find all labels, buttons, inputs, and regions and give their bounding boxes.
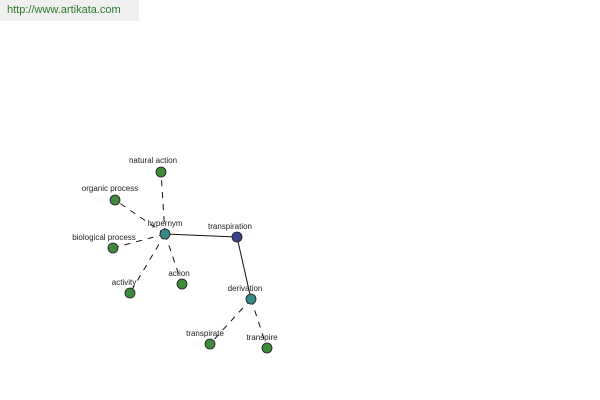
site-url-link[interactable]: http://www.artikata.com: [0, 0, 139, 21]
node-dot-activity[interactable]: [124, 287, 136, 299]
node-transpiration[interactable]: transpiration: [208, 222, 252, 243]
node-label-natural-action: natural action: [129, 156, 177, 165]
edge-transpiration-derivation: [236, 236, 252, 300]
edge-hypernym-action: [164, 233, 183, 285]
node-label-organic-process: organic process: [82, 184, 138, 193]
edge-hypernym-natural-action: [160, 171, 166, 235]
node-dot-transpire[interactable]: [261, 342, 273, 354]
node-transpire[interactable]: transpire: [246, 333, 278, 354]
node-label-activity: activity: [112, 278, 136, 287]
node-label-derivation: derivation: [228, 284, 263, 293]
node-action[interactable]: action: [168, 269, 190, 290]
edge-derivation-transpire: [250, 298, 268, 349]
node-natural-action[interactable]: natural action: [129, 156, 177, 178]
node-dot-biological-process[interactable]: [107, 242, 119, 254]
edge-hypernym-organic-process: [114, 199, 166, 235]
node-organic-process[interactable]: organic process: [82, 184, 138, 206]
edge-derivation-transpirate: [209, 298, 252, 345]
node-dot-action[interactable]: [176, 278, 188, 290]
node-hypernym[interactable]: hypernym: [147, 219, 183, 240]
node-transpirate[interactable]: transpirate: [186, 329, 224, 350]
node-dot-derivation[interactable]: [245, 293, 257, 305]
graph-edges: [112, 171, 268, 349]
node-dot-hypernym[interactable]: [159, 228, 171, 240]
node-label-transpiration: transpiration: [208, 222, 252, 231]
edge-hypernym-biological-process: [112, 233, 166, 249]
node-dot-transpirate[interactable]: [204, 338, 216, 350]
node-biological-process[interactable]: biological process: [72, 233, 136, 254]
node-label-transpirate: transpirate: [186, 329, 224, 338]
node-dot-natural-action[interactable]: [155, 166, 167, 178]
node-dot-transpiration[interactable]: [231, 231, 243, 243]
node-derivation[interactable]: derivation: [228, 284, 263, 305]
node-label-hypernym: hypernym: [147, 219, 182, 228]
node-label-transpire: transpire: [246, 333, 278, 342]
node-label-biological-process: biological process: [72, 233, 136, 242]
node-dot-organic-process[interactable]: [109, 194, 121, 206]
node-label-action: action: [168, 269, 189, 278]
edge-hypernym-transpiration: [164, 233, 238, 238]
node-activity[interactable]: activity: [112, 278, 136, 299]
graph-nodes: transpiration hypernym derivation natural a…: [72, 156, 278, 354]
